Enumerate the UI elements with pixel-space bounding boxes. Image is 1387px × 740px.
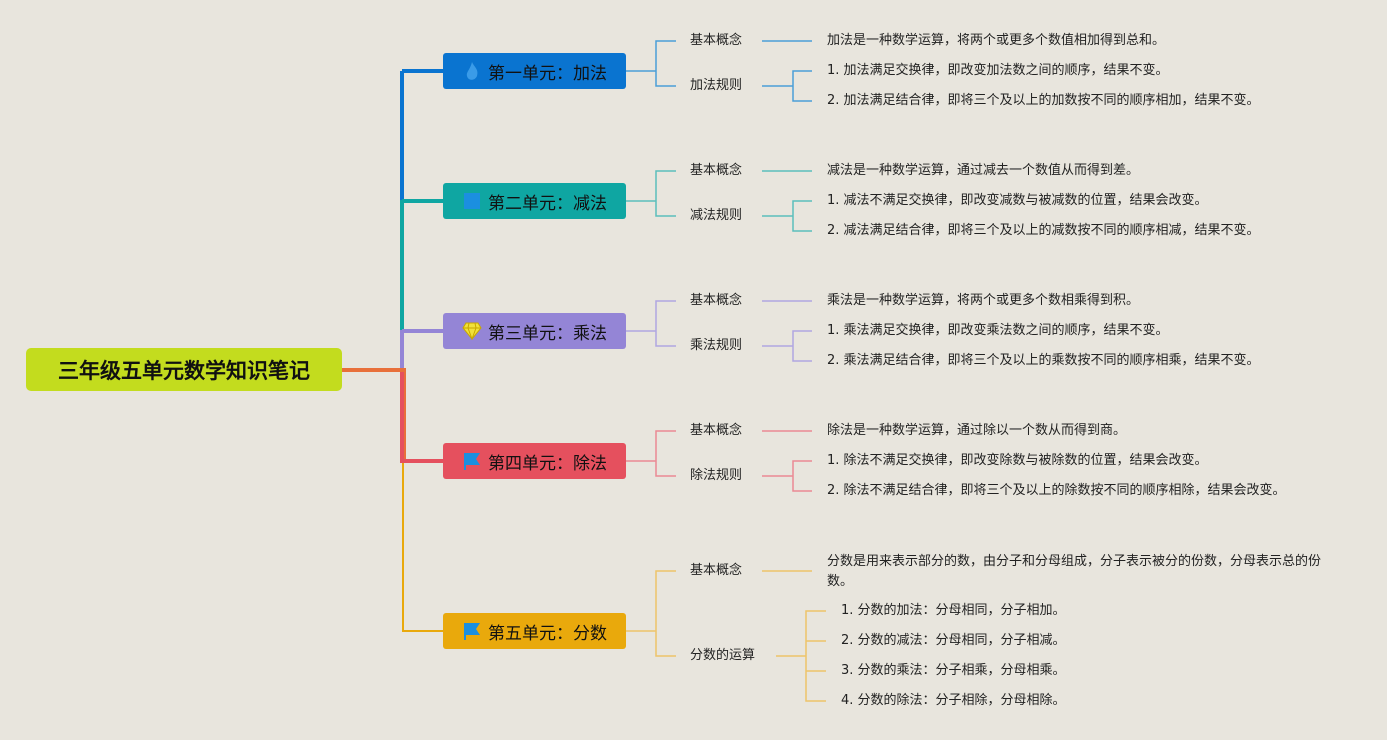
unit-topic-2[interactable]: 第二单元：减法	[443, 183, 626, 219]
concept-label[interactable]: 基本概念	[690, 163, 743, 178]
concept-label[interactable]: 基本概念	[690, 33, 743, 48]
rule-item[interactable]: 3. 分数的乘法：分子相乘，分母相乘。	[841, 663, 1066, 678]
square-icon	[462, 191, 482, 211]
rule-item[interactable]: 2. 分数的减法：分母相同，分子相减。	[841, 633, 1066, 648]
unit-label: 第一单元：加法	[488, 63, 607, 84]
rule-item[interactable]: 1. 分数的加法：分母相同，分子相加。	[841, 603, 1066, 618]
rule-item[interactable]: 1. 加法满足交换律，即改变加法数之间的顺序，结果不变。	[827, 63, 1169, 78]
rule-item[interactable]: 2. 乘法满足结合律，即将三个及以上的乘数按不同的顺序相乘，结果不变。	[827, 353, 1260, 368]
unit-topic-3[interactable]: 第三单元：乘法	[443, 313, 626, 349]
root-topic[interactable]: 三年级五单元数学知识笔记	[26, 348, 342, 391]
rule-item[interactable]: 4. 分数的除法：分子相除，分母相除。	[841, 693, 1066, 708]
rule-item[interactable]: 2. 减法满足结合律，即将三个及以上的减数按不同的顺序相减，结果不变。	[827, 223, 1260, 238]
unit-topic-4[interactable]: 第四单元：除法	[443, 443, 626, 479]
rules-label[interactable]: 除法规则	[690, 468, 743, 483]
concept-label[interactable]: 基本概念	[690, 563, 743, 578]
rule-item[interactable]: 2. 除法不满足结合律，即将三个及以上的除数按不同的顺序相除，结果会改变。	[827, 483, 1286, 498]
concept-text[interactable]: 减法是一种数学运算，通过减去一个数值从而得到差。	[827, 163, 1140, 178]
unit-topic-5[interactable]: 第五单元：分数	[443, 613, 626, 649]
rules-label[interactable]: 乘法规则	[690, 338, 743, 353]
concept-text[interactable]: 分数是用来表示部分的数，由分子和分母组成，分子表示被分的份数，分母表示总的份数。	[827, 554, 1322, 589]
rule-item[interactable]: 1. 除法不满足交换律，即改变除数与被除数的位置，结果会改变。	[827, 453, 1208, 468]
unit-label: 第三单元：乘法	[488, 323, 607, 344]
unit-label: 第二单元：减法	[488, 193, 607, 214]
unit-label: 第五单元：分数	[488, 623, 607, 644]
unit-label: 第四单元：除法	[488, 453, 607, 474]
rules-label[interactable]: 减法规则	[690, 208, 743, 223]
rule-item[interactable]: 1. 乘法满足交换律，即改变乘法数之间的顺序，结果不变。	[827, 323, 1169, 338]
concept-text[interactable]: 除法是一种数学运算，通过除以一个数从而得到商。	[827, 423, 1127, 438]
rule-item[interactable]: 2. 加法满足结合律，即将三个及以上的加数按不同的顺序相加，结果不变。	[827, 93, 1260, 108]
rules-label[interactable]: 加法规则	[690, 78, 743, 93]
concept-label[interactable]: 基本概念	[690, 293, 743, 308]
fire-icon	[462, 61, 482, 81]
rule-item[interactable]: 1. 减法不满足交换律，即改变减数与被减数的位置，结果会改变。	[827, 193, 1208, 208]
rules-label[interactable]: 分数的运算	[690, 648, 756, 663]
diamond-icon	[462, 321, 482, 341]
concept-label[interactable]: 基本概念	[690, 423, 743, 438]
unit-topic-1[interactable]: 第一单元：加法	[443, 53, 626, 89]
flag-icon	[462, 451, 482, 471]
concept-text[interactable]: 乘法是一种数学运算，将两个或更多个数相乘得到积。	[827, 293, 1140, 308]
concept-text[interactable]: 加法是一种数学运算，将两个或更多个数值相加得到总和。	[827, 33, 1166, 48]
flag-icon	[462, 621, 482, 641]
